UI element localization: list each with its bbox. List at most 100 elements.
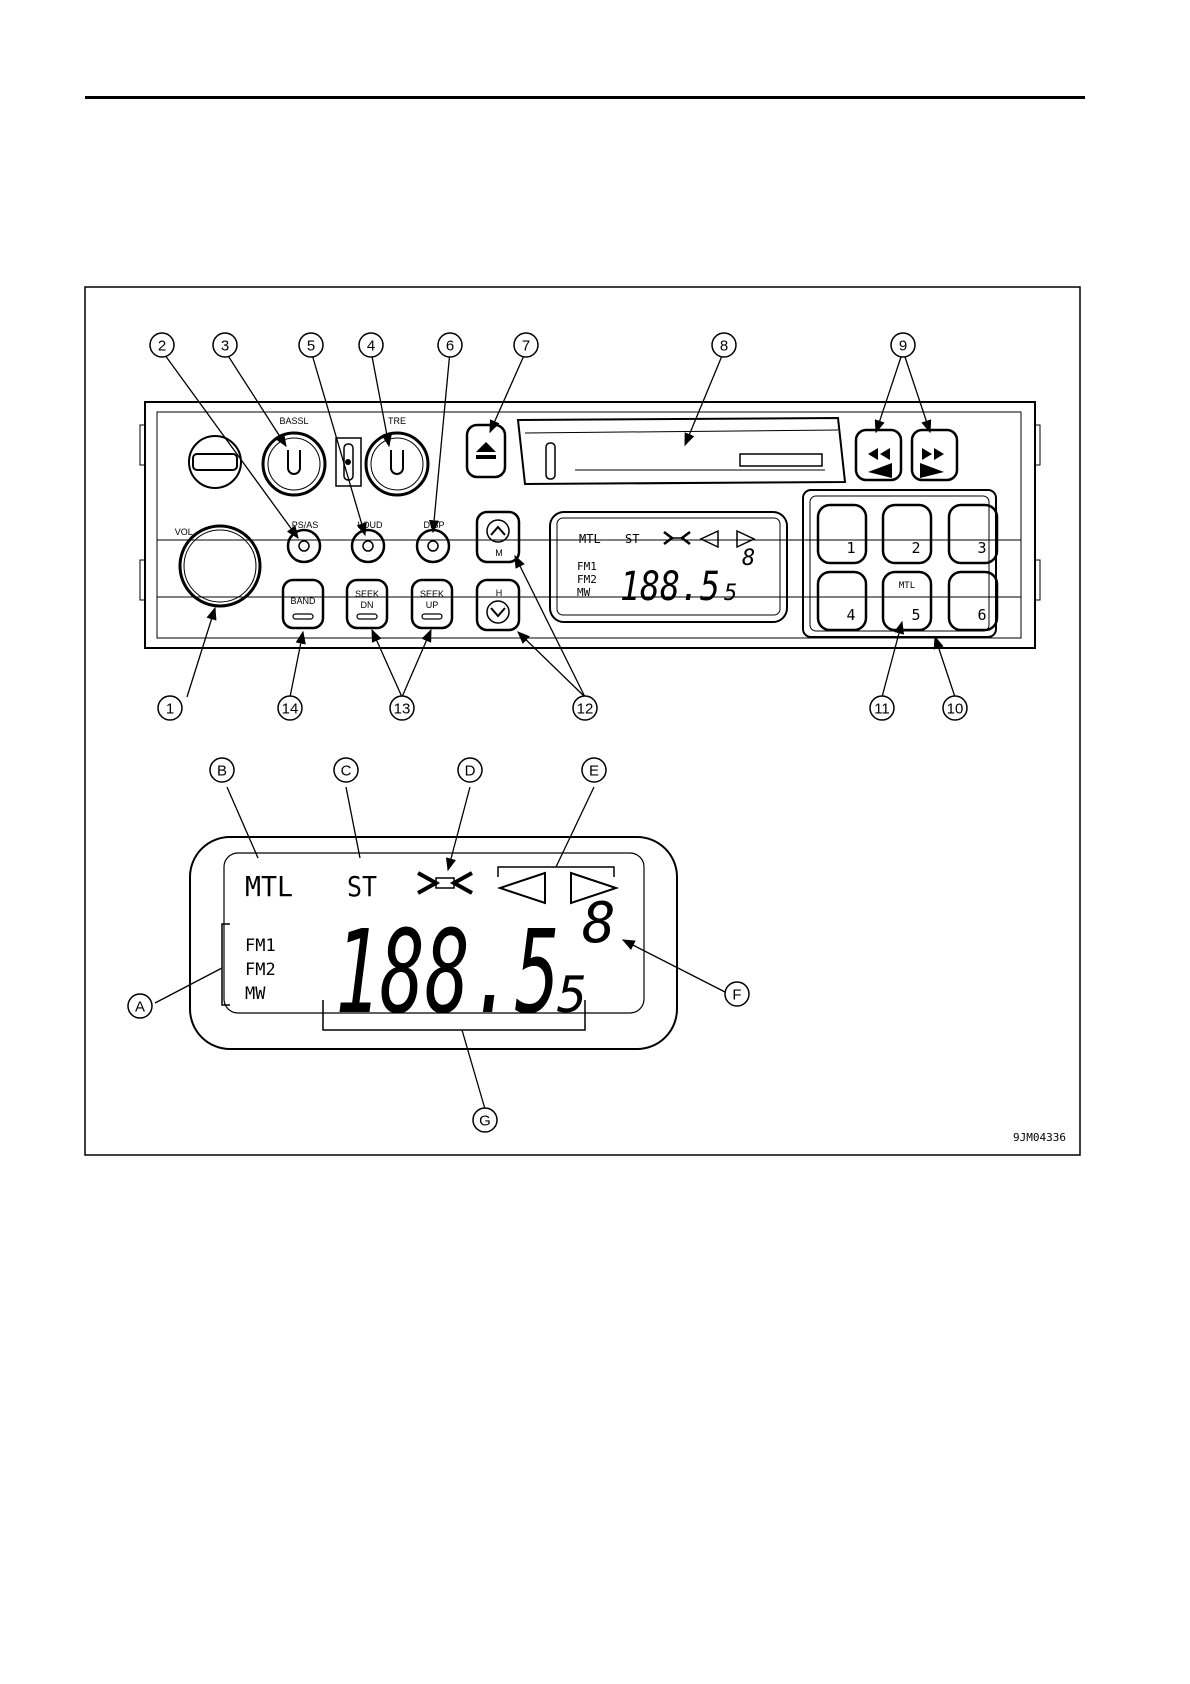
callout-label: 10 (947, 701, 964, 718)
seek-down-button[interactable]: SEEK DN (347, 580, 387, 628)
preset-button-1[interactable]: 1 (818, 505, 866, 563)
volume-label: VOL. (175, 527, 196, 537)
preset-button-3[interactable]: 3 (949, 505, 997, 563)
chevron-up-icon (491, 527, 505, 535)
preset-button-4[interactable]: 4 (818, 572, 866, 630)
callout-label: 4 (367, 338, 375, 355)
lock-knob-icon (189, 436, 241, 488)
tune-down-label: H (496, 588, 503, 598)
callout-label: C (341, 763, 352, 780)
callout-C: C (334, 758, 358, 782)
callout-F: F (725, 982, 749, 1006)
callout-12: 12 (573, 696, 597, 720)
eject-icon (476, 442, 496, 459)
seek-up-label-bottom: UP (426, 600, 439, 610)
callout-label: 5 (307, 338, 315, 355)
display-superscript: 8 (742, 546, 755, 571)
callout-4: 4 (359, 333, 383, 357)
callout-8: 8 (712, 333, 736, 357)
eject-button[interactable] (467, 425, 505, 477)
callout-label: 14 (282, 701, 299, 718)
callout-label: B (217, 763, 227, 780)
chevron-down-icon (491, 608, 505, 616)
callout-label: 6 (446, 338, 454, 355)
bracket-e (498, 867, 614, 877)
enlarged-frequency: 188.5 (335, 906, 560, 1040)
callout-label: 11 (874, 701, 890, 718)
seek-down-label-bottom: DN (361, 600, 374, 610)
callout-label: 7 (522, 338, 530, 355)
preset-button-6[interactable]: 6 (949, 572, 997, 630)
cassette-slot (518, 418, 845, 484)
preset-label: 1 (846, 539, 855, 557)
callout-2: 2 (150, 333, 174, 357)
callout-B: B (210, 758, 234, 782)
callout-A: A (128, 994, 152, 1018)
callout-label: 1 (166, 701, 174, 718)
ps-as-button[interactable]: PS/AS (288, 520, 320, 562)
treble-label: TRE (388, 416, 406, 426)
enlarged-mtl: MTL (245, 870, 293, 903)
treble-knob[interactable]: TRE (366, 416, 428, 495)
band-label: BAND (290, 596, 316, 606)
rewind-icon (868, 448, 892, 478)
tune-down-button[interactable]: H (477, 580, 519, 630)
seek-down-label-top: SEEK (355, 589, 379, 599)
seek-up-label-top: SEEK (420, 589, 444, 599)
callout-9: 9 (891, 333, 915, 357)
callout-1: 1 (158, 696, 182, 720)
display-st: ST (625, 532, 639, 546)
preset-label: 3 (977, 539, 986, 557)
callout-E: E (582, 758, 606, 782)
enlarged-band-1: FM1 (245, 936, 276, 956)
callout-label: 2 (158, 338, 166, 355)
callout-label: 9 (899, 338, 907, 355)
stereo-icon (664, 532, 690, 544)
bracket-a (222, 924, 230, 1005)
loud-button[interactable]: LOUD (352, 520, 384, 562)
bass-knob[interactable]: BASSL (263, 416, 325, 495)
seek-up-button[interactable]: SEEK UP (412, 580, 452, 628)
callout-label: 8 (720, 338, 728, 355)
display-band-3: MW (577, 586, 591, 599)
callout-13: 13 (390, 696, 414, 720)
display-right-arrow-icon (737, 531, 754, 547)
callout-3: 3 (213, 333, 237, 357)
band-button[interactable]: BAND (283, 580, 323, 628)
tune-up-button[interactable]: M (477, 512, 519, 562)
display-suffix: 5 (724, 581, 737, 606)
callout-11: 11 (870, 696, 894, 720)
callout-G: G (473, 1108, 497, 1132)
callout-14: 14 (278, 696, 302, 720)
callout-10: 10 (943, 696, 967, 720)
preset-label: 6 (977, 606, 986, 624)
rewind-button[interactable] (856, 430, 901, 480)
callout-7: 7 (514, 333, 538, 357)
display-band-2: FM2 (577, 573, 597, 586)
ps-as-label: PS/AS (292, 520, 319, 530)
preset-label: 5 (911, 606, 920, 624)
preset-label: 4 (846, 606, 855, 624)
callout-label: 13 (394, 701, 411, 718)
display-mtl: MTL (579, 532, 601, 546)
preset-button-2[interactable]: 2 (883, 505, 931, 563)
preset-mtl-label: MTL (899, 581, 915, 591)
figure-frame (85, 287, 1080, 1155)
bass-label: BASSL (279, 416, 308, 426)
enlarged-stereo-icon (418, 873, 472, 893)
tune-up-label: M (495, 548, 503, 558)
volume-knob[interactable]: VOL. (175, 526, 260, 606)
callout-D: D (458, 758, 482, 782)
callout-label: 12 (577, 701, 594, 718)
display-band-1: FM1 (577, 560, 597, 573)
fast-forward-icon (920, 448, 944, 478)
callout-5: 5 (299, 333, 323, 357)
callout-label: 3 (221, 338, 229, 355)
enlarged-suffix: 5 (557, 966, 587, 1024)
display-frequency: 188.5 (620, 564, 720, 610)
preset-button-5[interactable]: 5 MTL (883, 572, 931, 630)
callout-6: 6 (438, 333, 462, 357)
fast-forward-button[interactable] (912, 430, 957, 480)
enlarged-st: ST (347, 870, 377, 903)
callout-label: A (135, 999, 145, 1016)
